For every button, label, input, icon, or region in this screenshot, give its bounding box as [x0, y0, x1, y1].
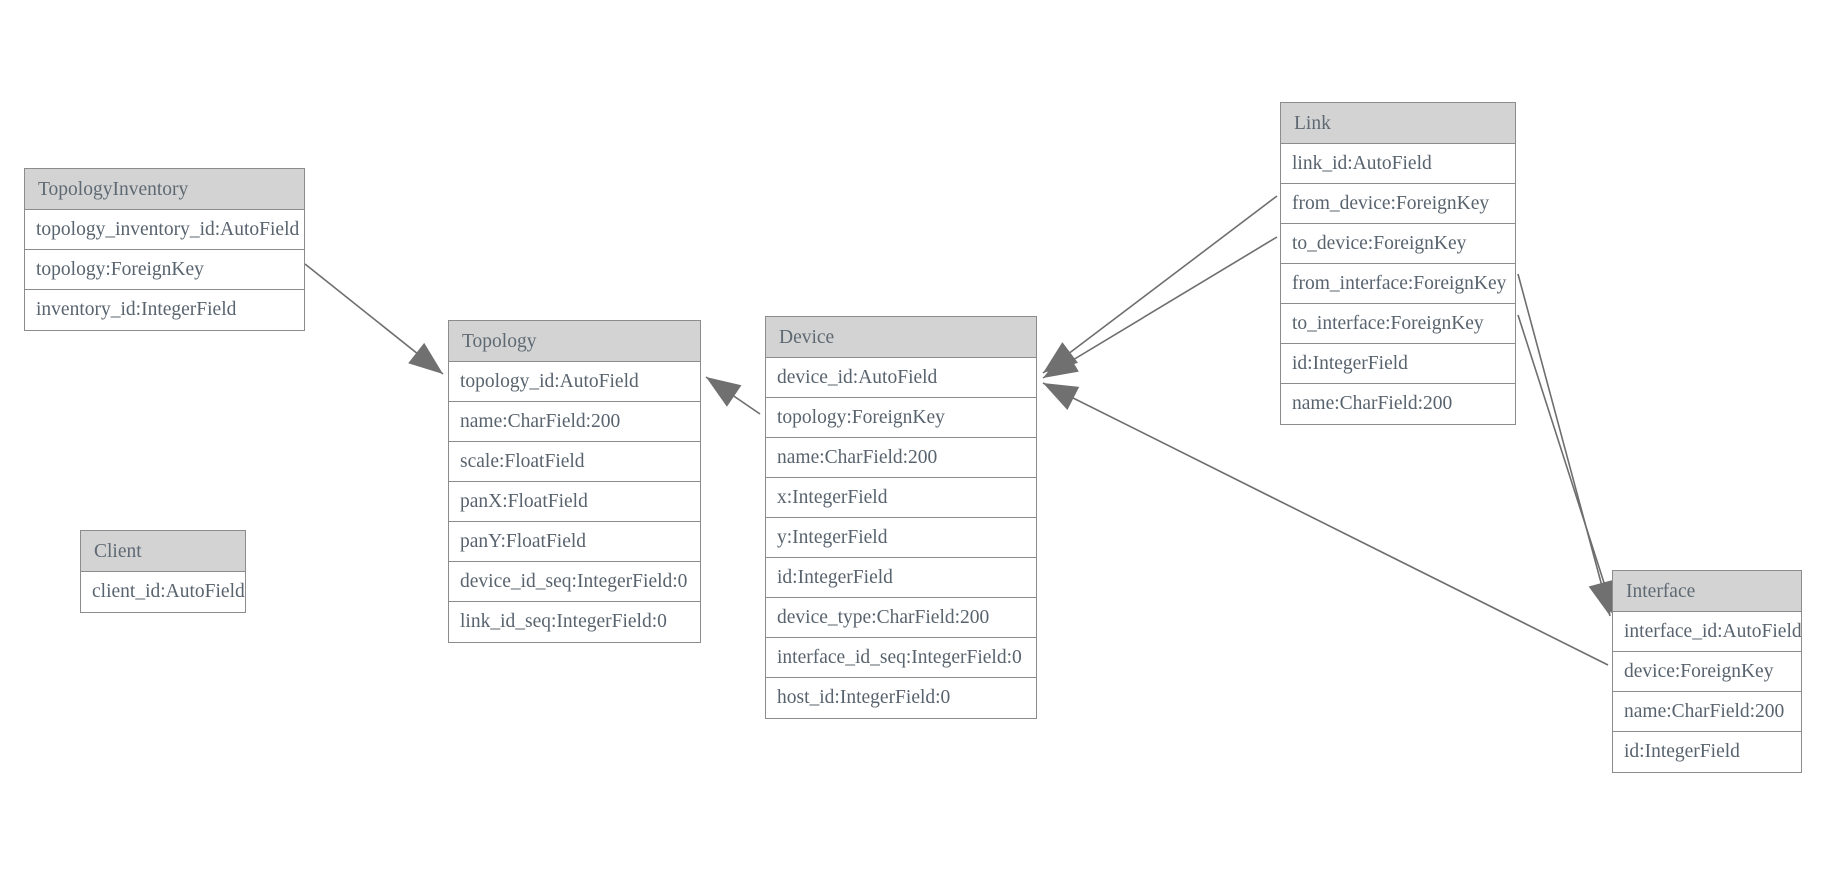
field-row[interactable]: panX:FloatField: [449, 482, 700, 522]
rel-link-interface-from[interactable]: [1517, 273, 1623, 619]
field-row[interactable]: inventory_id:IntegerField: [36, 299, 237, 320]
field-row[interactable]: interface_id:AutoField: [1613, 612, 1801, 652]
field-row[interactable]: link_id_seq:IntegerField:0: [460, 611, 667, 632]
entity-title-link: Link: [1281, 103, 1515, 144]
field-row[interactable]: client_id:AutoField: [92, 581, 245, 602]
relationship-line: [705, 376, 761, 415]
arrowhead-icon: [1043, 342, 1078, 373]
arrowhead-icon: [1043, 349, 1079, 378]
entity-fields-client: client_id:AutoField: [81, 572, 245, 612]
field-row[interactable]: topology:ForeignKey: [766, 398, 1036, 438]
field-row[interactable]: x:IntegerField: [766, 478, 1036, 518]
field-row[interactable]: id:IntegerField: [766, 558, 1036, 598]
field-row[interactable]: name:CharField:200: [1292, 393, 1453, 414]
field-row[interactable]: id:IntegerField: [1624, 741, 1740, 762]
arrowhead-icon: [706, 377, 742, 407]
field-row[interactable]: to_device:ForeignKey: [1281, 224, 1515, 264]
field-row[interactable]: device:ForeignKey: [1613, 652, 1801, 692]
rel-link-device-to[interactable]: [1036, 236, 1278, 389]
arrowhead-icon: [1043, 383, 1080, 411]
entity-title-topology_inventory: TopologyInventory: [25, 169, 304, 210]
field-row[interactable]: name:CharField:200: [1613, 692, 1801, 732]
rel-device-topology[interactable]: [699, 366, 761, 415]
entity-title-client: Client: [81, 531, 245, 572]
entity-title-interface: Interface: [1613, 571, 1801, 612]
field-row[interactable]: device_id_seq:IntegerField:0: [449, 562, 700, 602]
field-row[interactable]: id:IntegerField: [1281, 344, 1515, 384]
field-row[interactable]: panY:FloatField: [449, 522, 700, 562]
field-row[interactable]: topology:ForeignKey: [25, 250, 304, 290]
relationship-line: [1517, 273, 1611, 617]
entity-title-device: Device: [766, 317, 1036, 358]
field-row[interactable]: name:CharField:200: [766, 438, 1036, 478]
rel-topologyinventory-topology[interactable]: [304, 263, 451, 384]
arrowhead-icon: [408, 342, 443, 374]
field-row[interactable]: name:CharField:200: [449, 402, 700, 442]
relationship-line: [1042, 195, 1278, 374]
field-row[interactable]: device_type:CharField:200: [766, 598, 1036, 638]
rel-link-interface-to[interactable]: [1517, 314, 1627, 621]
relationship-line: [304, 263, 444, 375]
field-row[interactable]: interface_id_seq:IntegerField:0: [766, 638, 1036, 678]
field-row[interactable]: from_device:ForeignKey: [1281, 184, 1515, 224]
field-row[interactable]: topology_inventory_id:AutoField: [25, 210, 304, 250]
relationship-line: [1042, 382, 1609, 666]
relationship-line: [1517, 314, 1616, 618]
relationship-line: [1042, 236, 1278, 379]
field-row[interactable]: topology_id:AutoField: [449, 362, 700, 402]
field-row[interactable]: link_id:AutoField: [1281, 144, 1515, 184]
rel-link-device-from[interactable]: [1035, 195, 1278, 383]
field-row[interactable]: host_id:IntegerField:0: [777, 687, 951, 708]
field-row[interactable]: to_interface:ForeignKey: [1281, 304, 1515, 344]
entity-title-topology: Topology: [449, 321, 700, 362]
field-row[interactable]: from_interface:ForeignKey: [1281, 264, 1515, 304]
entity-client[interactable]: Client client_id:AutoField: [80, 530, 246, 613]
field-row[interactable]: scale:FloatField: [449, 442, 700, 482]
field-row[interactable]: device_id:AutoField: [766, 358, 1036, 398]
field-row[interactable]: y:IntegerField: [766, 518, 1036, 558]
